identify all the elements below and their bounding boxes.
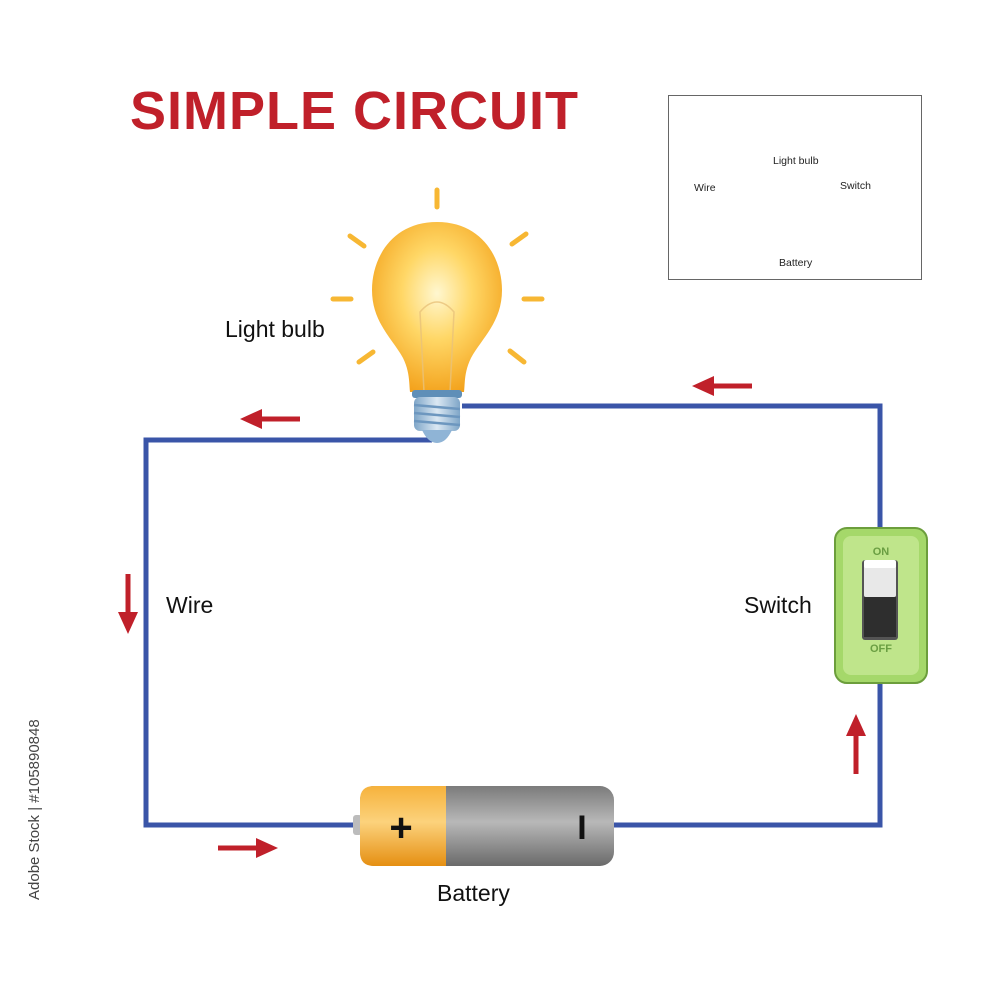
- bulb-tip: [422, 430, 452, 443]
- light-bulb-icon: [330, 187, 545, 443]
- wire-left-top: [143, 437, 432, 828]
- bulb-filament: [419, 301, 455, 393]
- bulb-neck: [412, 390, 462, 398]
- watermark-text: Adobe Stock | #105890848: [26, 719, 43, 900]
- wire-bottom-right: [612, 683, 883, 828]
- switch-on-label: ON: [873, 546, 890, 558]
- inset-switch-label: Switch: [840, 180, 871, 192]
- battery-minus: I: [577, 809, 586, 847]
- wire-circuit: [143, 403, 883, 828]
- stock-watermark: Adobe Stock | #105890848: [4, 719, 43, 1000]
- wire-label: Wire: [166, 592, 214, 618]
- battery-cap: [360, 786, 446, 866]
- page-title: SIMPLE CIRCUIT: [130, 81, 580, 141]
- current-arrows: [118, 376, 866, 858]
- arrow-icon: [218, 838, 278, 858]
- arrow-icon: [692, 376, 752, 396]
- arrow-icon: [846, 714, 866, 774]
- battery-plus: +: [389, 806, 412, 850]
- battery-icon: + I: [353, 786, 614, 866]
- toggle-switch-icon: ON OFF: [834, 527, 928, 684]
- switch-toggle: [864, 563, 896, 597]
- inset-wire-label: Wire: [694, 182, 716, 194]
- switch-off-label: OFF: [870, 643, 892, 655]
- light-bulb-label: Light bulb: [225, 316, 325, 342]
- schematic-box: [668, 95, 922, 280]
- arrow-icon: [240, 409, 300, 429]
- inset-light-bulb-label: Light bulb: [773, 155, 819, 167]
- wire-top-right: [462, 403, 883, 528]
- bulb-glass: [372, 222, 502, 392]
- bulb-rays: [330, 187, 545, 365]
- arrow-icon: [118, 574, 138, 634]
- battery-label: Battery: [437, 880, 510, 906]
- inset-battery-label: Battery: [779, 257, 813, 269]
- switch-label: Switch: [744, 592, 812, 618]
- battery-terminal: [353, 815, 362, 835]
